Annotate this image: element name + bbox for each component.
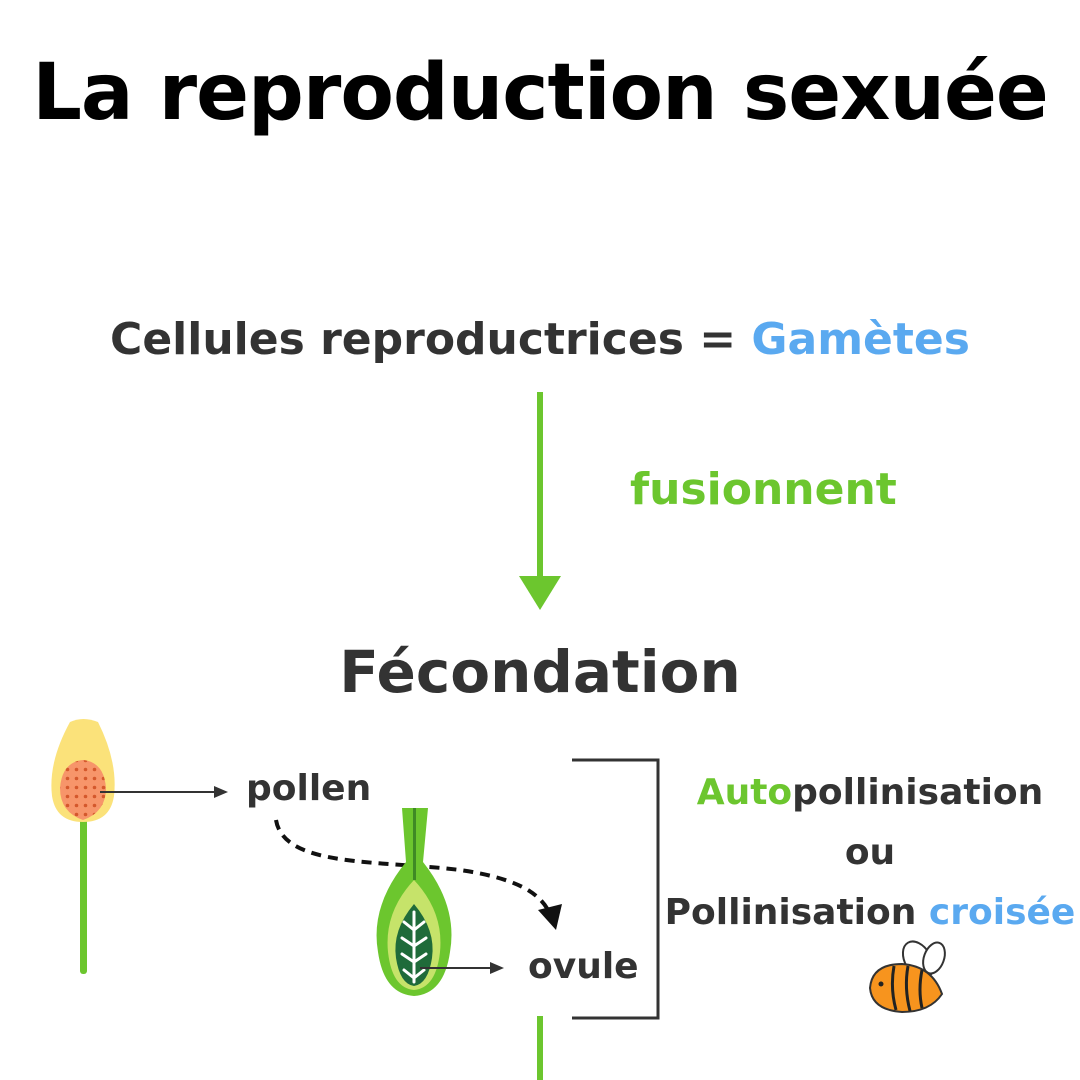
gametes-definition: Cellules reproductrices = Gamètes <box>0 314 1080 365</box>
gametes-highlight: Gamètes <box>751 314 970 365</box>
pistil-icon <box>376 808 452 996</box>
fecondation-heading: Fécondation <box>339 638 741 706</box>
stamen-icon <box>51 719 115 974</box>
fusion-label: fusionnent <box>630 464 897 515</box>
continue-arrow-icon <box>537 1016 543 1080</box>
down-arrow-icon <box>519 392 561 610</box>
or-text: ou <box>844 832 896 873</box>
pollen-label: pollen <box>246 768 372 809</box>
auto-highlight: Auto <box>696 772 793 813</box>
page-title: La reproduction sexuée <box>32 48 1049 138</box>
autopollination-text: Autopollinisation <box>660 772 1080 813</box>
bee-icon <box>868 940 946 1014</box>
cross-pollination-text: Pollinisation croisée <box>660 892 1080 933</box>
bracket-icon <box>572 758 660 1020</box>
auto-rest: pollinisation <box>792 772 1044 813</box>
cross-highlight: croisée <box>928 892 1076 933</box>
gametes-prefix: Cellules reproductrices = <box>110 314 752 365</box>
ovule-arrow <box>420 962 504 974</box>
pollination-dashed-arrow <box>274 819 562 930</box>
cross-prefix: Pollinisation <box>664 892 929 933</box>
pollen-arrow <box>100 786 228 798</box>
ovule-label: ovule <box>528 946 639 987</box>
